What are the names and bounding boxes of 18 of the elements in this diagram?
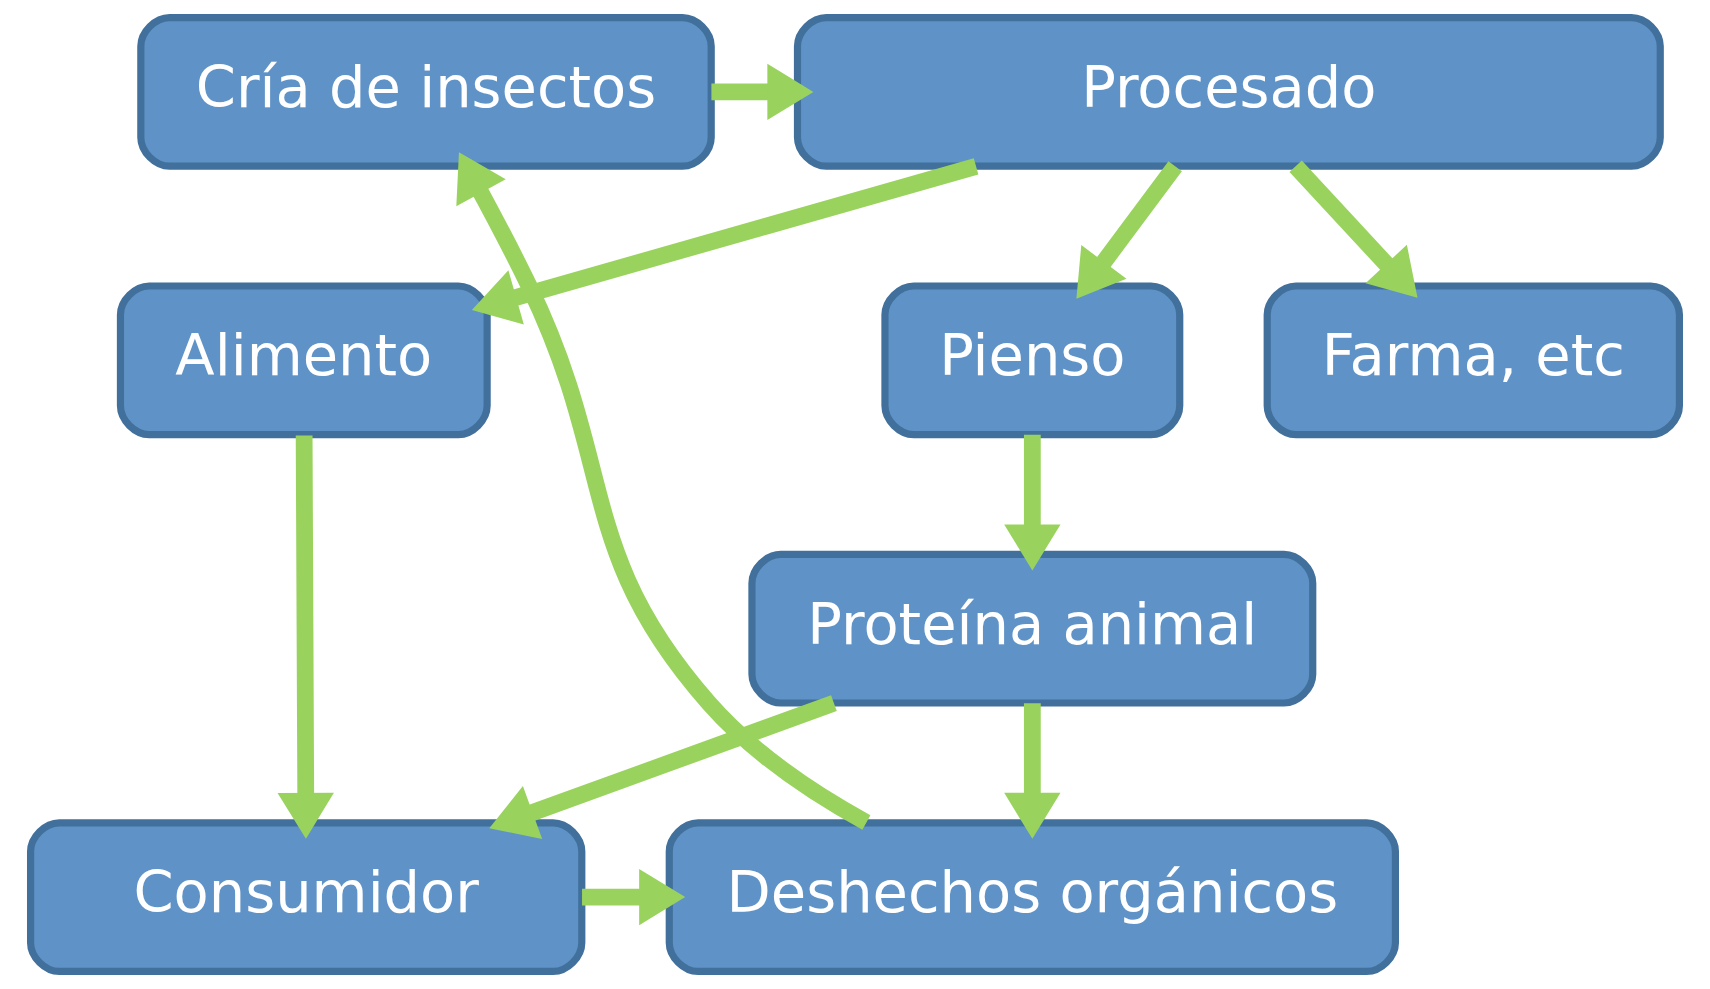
arrow <box>1004 434 1061 571</box>
node-box: Farma, etc <box>1263 282 1683 439</box>
arrow <box>489 695 837 840</box>
node-box: Cría de insectos <box>137 14 715 170</box>
arrow <box>1289 160 1418 298</box>
node-box: Pienso <box>881 282 1184 439</box>
arrow <box>711 63 814 121</box>
arrow <box>456 152 871 830</box>
arrow <box>277 435 334 839</box>
node-box: Proteína animal <box>748 550 1317 707</box>
arrow <box>471 158 979 325</box>
arrow <box>1076 161 1182 299</box>
node-box: Procesado <box>793 14 1664 170</box>
arrow <box>582 868 686 926</box>
node-box: Alimento <box>116 282 491 439</box>
arrow <box>1004 703 1061 839</box>
node-box: Deshechos orgánicos <box>665 819 1399 975</box>
node-box: Consumidor <box>27 819 586 975</box>
